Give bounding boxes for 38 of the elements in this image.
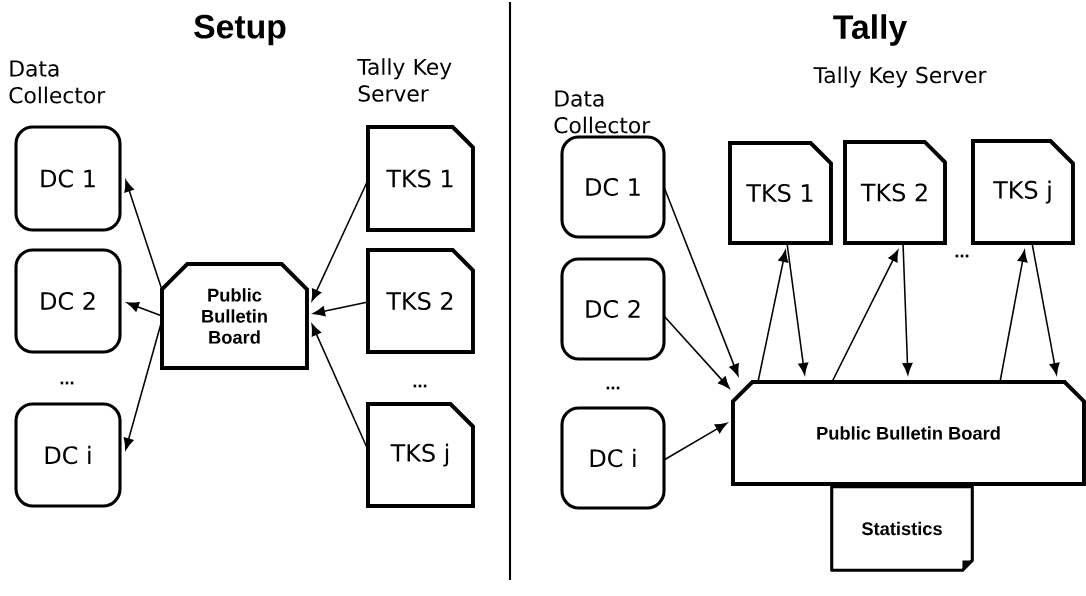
arrow (663, 315, 730, 389)
column-heading: Tally Key Server (357, 58, 452, 102)
arrow (123, 319, 163, 450)
rounded-box: DC 1 (560, 135, 666, 239)
document-box: TKS j (971, 139, 1075, 245)
ellipsis: ... (955, 254, 969, 258)
board-box: Public Bulletin Board (731, 380, 1086, 486)
arrow (831, 249, 899, 383)
rounded-box: DC i (14, 402, 122, 508)
document-box: TKS 2 (843, 140, 947, 245)
panel-title: Setup (194, 14, 286, 46)
document-box: TKS 1 (366, 125, 475, 232)
arrow (663, 186, 739, 376)
document-box: Statistics (830, 485, 974, 572)
document-box: TKS 1 (728, 141, 833, 245)
arrow (124, 180, 163, 291)
arrow (757, 250, 789, 383)
arrow (313, 301, 369, 317)
ellipsis: ... (60, 381, 74, 385)
ellipsis: ... (606, 386, 620, 390)
rounded-box: DC 1 (14, 125, 122, 232)
arrow (786, 242, 809, 375)
column-heading: Tally Key Server (813, 66, 987, 88)
document-box: TKS 2 (366, 248, 475, 354)
arrow (999, 250, 1028, 383)
arrow (663, 422, 728, 461)
panel-title: Tally (833, 14, 908, 46)
ellipsis: ... (413, 384, 427, 388)
rounded-box: DC 2 (560, 257, 666, 361)
document-box: TKS j (366, 402, 475, 508)
rounded-box: DC i (560, 406, 666, 510)
rounded-box: DC 2 (14, 248, 122, 354)
board-box: Public Bulletin Board (160, 262, 309, 370)
arrow (127, 301, 163, 317)
column-heading: Data Collector (9, 60, 106, 104)
arrow (1031, 242, 1060, 375)
arrow (902, 242, 913, 375)
arrow (311, 179, 369, 302)
